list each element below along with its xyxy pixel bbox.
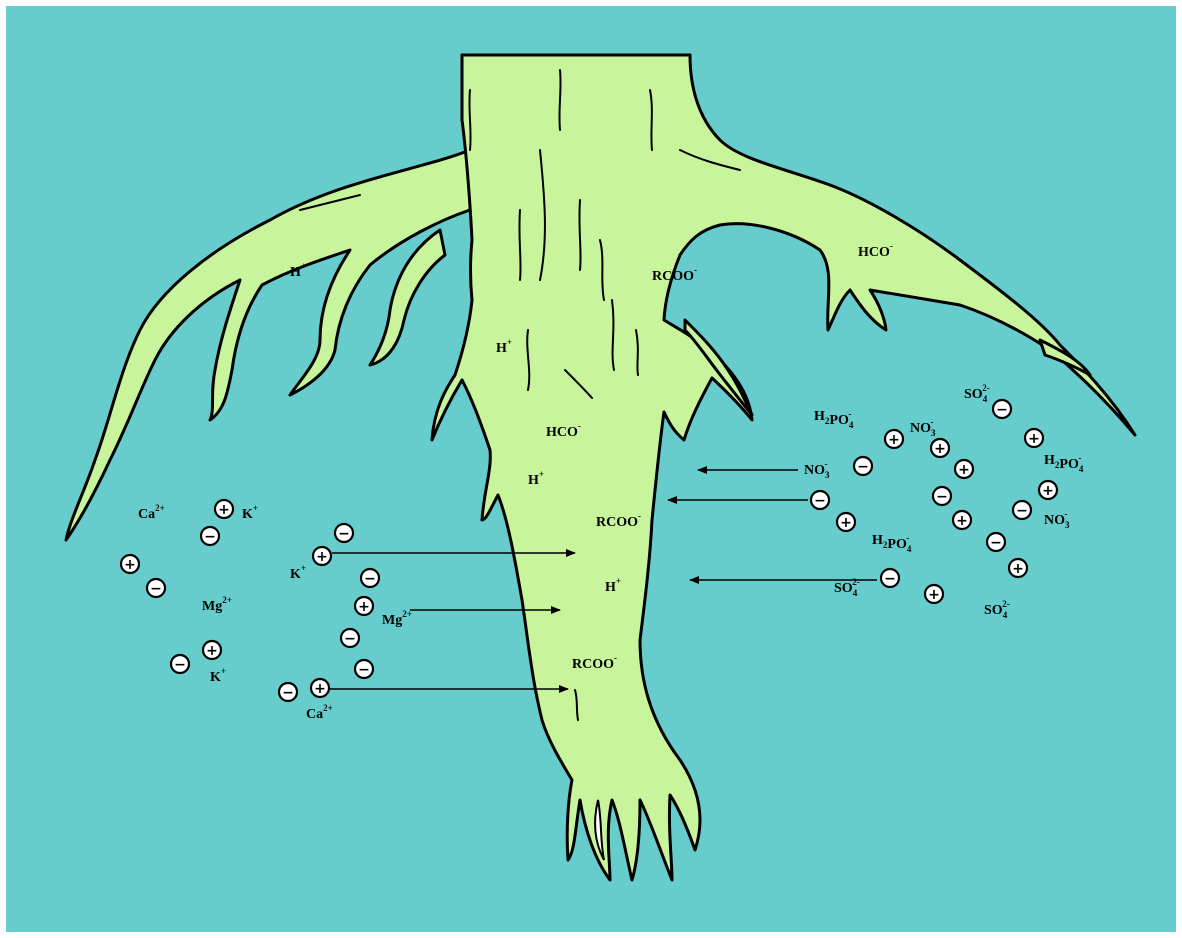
svg-text:−: −: [174, 657, 186, 673]
cation-symbol-20: +: [1039, 481, 1057, 499]
cation-symbol-29: +: [925, 585, 943, 603]
svg-text:+: +: [1042, 483, 1054, 499]
anion-symbol-28: −: [881, 569, 899, 587]
anion-symbol-19: −: [854, 457, 872, 475]
anion-symbol-6: −: [335, 524, 353, 542]
anion-symbol-12: −: [279, 683, 297, 701]
ion-label-24: SO42-: [984, 599, 1010, 620]
cation-symbol-24: +: [953, 511, 971, 529]
cation-symbol-23: +: [837, 513, 855, 531]
svg-text:+: +: [206, 643, 218, 659]
anion-symbol-3: −: [147, 579, 165, 597]
cation-symbol-15: +: [885, 430, 903, 448]
ion-label-23: SO42-: [834, 577, 860, 598]
anion-symbol-21: −: [933, 487, 951, 505]
svg-text:+: +: [934, 441, 946, 457]
cation-symbol-9: +: [355, 597, 373, 615]
svg-text:+: +: [840, 515, 852, 531]
svg-text:+: +: [218, 502, 230, 518]
svg-text:−: −: [344, 631, 356, 647]
cation-symbol-17: +: [1025, 429, 1043, 447]
svg-text:+: +: [316, 549, 328, 565]
svg-text:+: +: [958, 462, 970, 478]
cation-symbol-27: +: [1009, 559, 1027, 577]
cation-symbol-13: +: [311, 679, 329, 697]
svg-text:+: +: [1028, 431, 1040, 447]
svg-text:−: −: [936, 489, 948, 505]
svg-text:−: −: [990, 535, 1002, 551]
ion-label-22: NO3-: [1044, 509, 1070, 530]
svg-text:−: −: [358, 662, 370, 678]
anion-symbol-10: −: [341, 629, 359, 647]
anion-symbol-11: −: [355, 660, 373, 678]
cation-symbol-0: +: [215, 500, 233, 518]
anion-symbol-25: −: [1013, 501, 1031, 519]
svg-text:+: +: [956, 513, 968, 529]
cation-symbol-18: +: [955, 460, 973, 478]
ion-label-20: NO3-: [804, 459, 830, 480]
cation-symbol-7: +: [313, 547, 331, 565]
svg-text:−: −: [996, 402, 1008, 418]
svg-text:+: +: [358, 599, 370, 615]
svg-text:−: −: [814, 493, 826, 509]
svg-text:−: −: [857, 459, 869, 475]
svg-text:+: +: [314, 681, 326, 697]
svg-text:−: −: [204, 529, 216, 545]
svg-text:+: +: [888, 432, 900, 448]
ion-label-18: SO42-: [964, 383, 990, 404]
anion-symbol-26: −: [987, 533, 1005, 551]
svg-text:+: +: [928, 587, 940, 603]
svg-text:−: −: [884, 571, 896, 587]
anion-symbol-22: −: [811, 491, 829, 509]
svg-text:−: −: [282, 685, 294, 701]
cation-symbol-4: +: [203, 641, 221, 659]
svg-text:−: −: [338, 526, 350, 542]
svg-text:+: +: [1012, 561, 1024, 577]
svg-text:−: −: [1016, 503, 1028, 519]
anion-symbol-1: −: [201, 527, 219, 545]
ion-label-17: NO3-: [910, 417, 936, 438]
svg-text:+: +: [124, 557, 136, 573]
cation-symbol-2: +: [121, 555, 139, 573]
anion-symbol-5: −: [171, 655, 189, 673]
cation-symbol-16: +: [931, 439, 949, 457]
anion-symbol-14: −: [993, 400, 1011, 418]
svg-text:−: −: [150, 581, 162, 597]
svg-text:−: −: [364, 571, 376, 587]
anion-symbol-8: −: [361, 569, 379, 587]
